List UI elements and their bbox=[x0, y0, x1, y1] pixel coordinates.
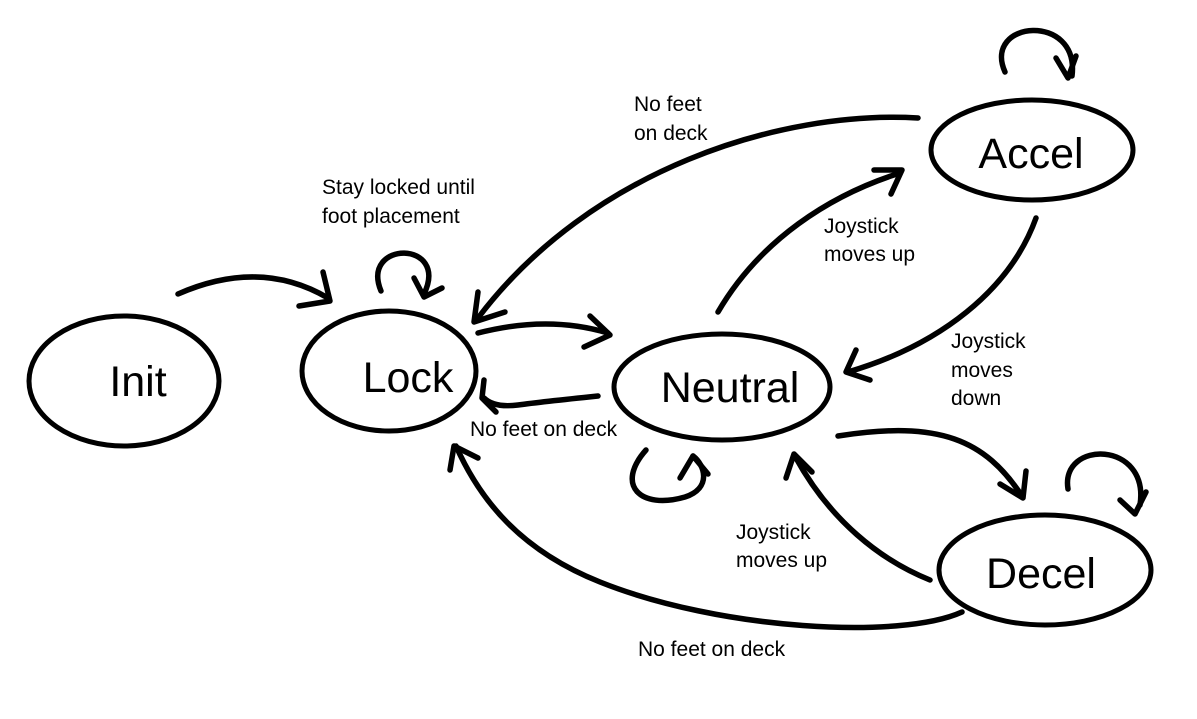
label-neutral-to-accel-line-2: moves up bbox=[824, 243, 915, 266]
state-lock: Lock bbox=[299, 308, 479, 434]
label-accel-to-neutral-line-3: down bbox=[951, 387, 1001, 410]
label-neutral-to-lock: No feet on deck bbox=[470, 418, 618, 441]
label-accel-to-lock-line-1: No feet bbox=[634, 93, 702, 116]
label-lock-self-loop-line-1: Stay locked until bbox=[322, 176, 475, 199]
state-neutral: Neutral bbox=[611, 331, 833, 443]
label-decel-to-neutral: Joystick moves up bbox=[736, 521, 827, 572]
label-accel-to-neutral-line-1: Joystick bbox=[951, 330, 1026, 353]
label-neutral-to-accel: Joystick moves up bbox=[824, 215, 915, 266]
edge-neutral-self-loop bbox=[629, 447, 711, 504]
state-init-label: Init bbox=[109, 358, 166, 406]
label-accel-to-lock-line-2: on deck bbox=[634, 122, 708, 145]
edge-init-to-lock bbox=[175, 269, 333, 309]
state-lock-label: Lock bbox=[363, 354, 454, 402]
label-decel-to-neutral-line-2: moves up bbox=[736, 549, 827, 572]
state-decel: Decel bbox=[936, 512, 1154, 628]
state-accel: Accel bbox=[928, 97, 1136, 203]
edge-neutral-to-decel bbox=[835, 427, 1029, 501]
label-accel-to-neutral-line-2: moves bbox=[951, 359, 1013, 382]
label-decel-to-lock: No feet on deck bbox=[638, 638, 786, 661]
state-neutral-label: Neutral bbox=[661, 364, 800, 412]
edge-decel-self-loop bbox=[1064, 451, 1149, 517]
edge-accel-to-lock bbox=[471, 114, 921, 325]
label-lock-self-loop-line-2: foot placement bbox=[322, 205, 460, 228]
edge-neutral-to-accel bbox=[715, 167, 905, 315]
edge-decel-to-lock bbox=[447, 443, 965, 631]
label-accel-to-neutral: Joystick moves down bbox=[951, 330, 1032, 410]
label-neutral-to-accel-line-1: Joystick bbox=[824, 215, 899, 238]
label-accel-to-lock: No feet on deck bbox=[634, 93, 708, 145]
label-decel-to-neutral-line-1: Joystick bbox=[736, 521, 811, 544]
edge-accel-to-neutral bbox=[843, 215, 1039, 383]
label-lock-self-loop: Stay locked until foot placement bbox=[322, 176, 481, 228]
state-decel-label: Decel bbox=[986, 550, 1096, 598]
edge-neutral-to-lock bbox=[479, 377, 601, 415]
state-init: Init bbox=[26, 313, 222, 449]
edge-lock-self-loop bbox=[375, 250, 445, 300]
edge-lock-to-neutral bbox=[475, 313, 613, 350]
edge-decel-to-neutral bbox=[783, 451, 933, 583]
state-accel-label: Accel bbox=[978, 130, 1083, 178]
edge-accel-self-loop bbox=[998, 27, 1079, 81]
